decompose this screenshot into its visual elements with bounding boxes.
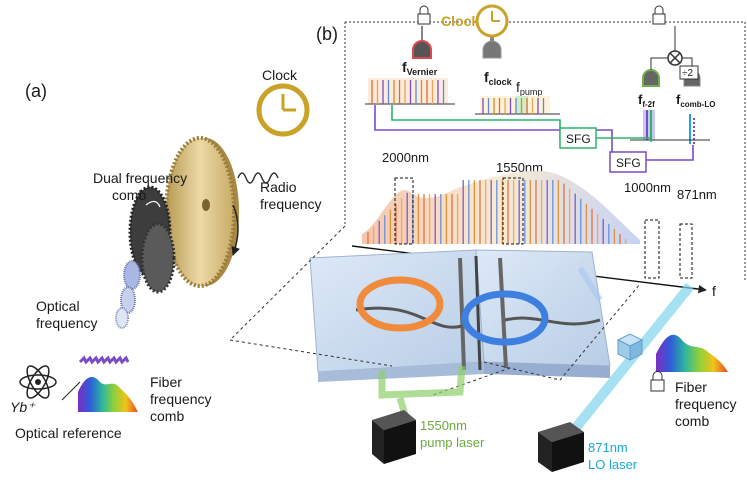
divider-line (61, 381, 81, 401)
projection-lines (229, 225, 641, 397)
divider-box (679, 65, 699, 80)
detector-vernier-icon (412, 40, 432, 59)
comb-highlight-boxes (394, 177, 693, 279)
lo-beam-upper (577, 266, 603, 302)
clock-icon (256, 83, 310, 137)
fiber-comb-label-a-line3: comb (150, 408, 184, 424)
radio-frequency-label-line1: Radio (260, 179, 297, 195)
optical-link-icon (78, 355, 130, 365)
sfg-box-1 (559, 127, 597, 149)
axis-f-label: f (712, 283, 716, 299)
clock-label-b: Clock (441, 13, 479, 29)
clock-icon-b (475, 4, 509, 38)
wl-1000-label: 1000nm (624, 180, 671, 195)
panel-a-label: (a) (25, 81, 47, 101)
sfg-label-2: SFG (616, 156, 641, 170)
divider-label: ÷2 (682, 68, 693, 79)
ion-label: Yb⁺ (10, 399, 36, 415)
ring-resonator-blue (461, 290, 549, 346)
fiber-comb-label-b-line3: comb (675, 413, 709, 429)
photonic-chip (309, 249, 611, 382)
pump-beam (378, 365, 466, 399)
sfg-label-1: SFG (566, 132, 591, 146)
lo-laser-label-line1: 871nm (588, 440, 628, 455)
pump-laser-icon (372, 410, 416, 464)
lock-icon-2 (652, 5, 666, 25)
fiber-comb-label-a-line1: Fiber (150, 374, 182, 390)
mini-spectrum-f2f (643, 110, 655, 140)
detector-f2f-icon (642, 69, 660, 87)
dual-comb-label-line2: comb (112, 187, 146, 203)
sfg-box-2 (609, 151, 647, 173)
optical-frequency-label-line1: Optical (36, 298, 80, 314)
pump-laser-label-line1: 1550nm (420, 418, 467, 433)
sfg-route-purple (374, 105, 694, 161)
optical-frequency-label-line2: frequency (36, 315, 97, 331)
fiber-comb-label-b-line2: frequency (675, 396, 736, 412)
fiber-comb-spectrum-b (656, 334, 728, 372)
radio-gear-icon (164, 136, 240, 288)
beam-splitter-icon (616, 333, 644, 361)
comb-envelope (362, 170, 640, 244)
detector-clock-icon (482, 40, 502, 59)
f-clock-label: fclock (484, 69, 513, 87)
ring-resonator-orange (356, 276, 444, 332)
lock-icon-3 (650, 371, 665, 392)
mini-spectrum-vernier (365, 78, 455, 105)
fiber-comb-label-b-line1: Fiber (675, 379, 707, 395)
f-comb-lo-label: fcomb-LO (676, 92, 715, 109)
optical-gear-icon (115, 260, 141, 329)
f-vernier-label: fVernier (402, 59, 438, 77)
pump-laser-label-line2: pump laser (420, 435, 485, 450)
fiber-comb-spectrum-a (78, 377, 138, 412)
dual-comb-label-line1: Dual frequency (93, 170, 187, 186)
mixer-icon (667, 50, 683, 66)
lo-laser-label-line2: LO laser (588, 457, 638, 472)
optical-reference-label: Optical reference (15, 425, 122, 441)
f-f2f-label: ff-2f (638, 92, 655, 109)
radio-frequency-label-line2: frequency (260, 196, 321, 212)
dual-comb-gear-icon (128, 185, 176, 294)
fiber-comb-label-a-line2: frequency (150, 391, 211, 407)
lo-laser-icon (538, 422, 584, 472)
radio-wave-icon (237, 172, 279, 184)
atom-icon (19, 365, 57, 399)
mini-spectrum-clock (475, 96, 560, 115)
f-pump-label: fpump (516, 79, 542, 97)
wl-2000-label: 2000nm (382, 150, 429, 165)
wl-871-label: 871nm (677, 187, 717, 202)
clock-label-a: Clock (262, 67, 298, 83)
lock-icon-1 (417, 5, 431, 25)
panel-b-label: (b) (316, 24, 338, 44)
